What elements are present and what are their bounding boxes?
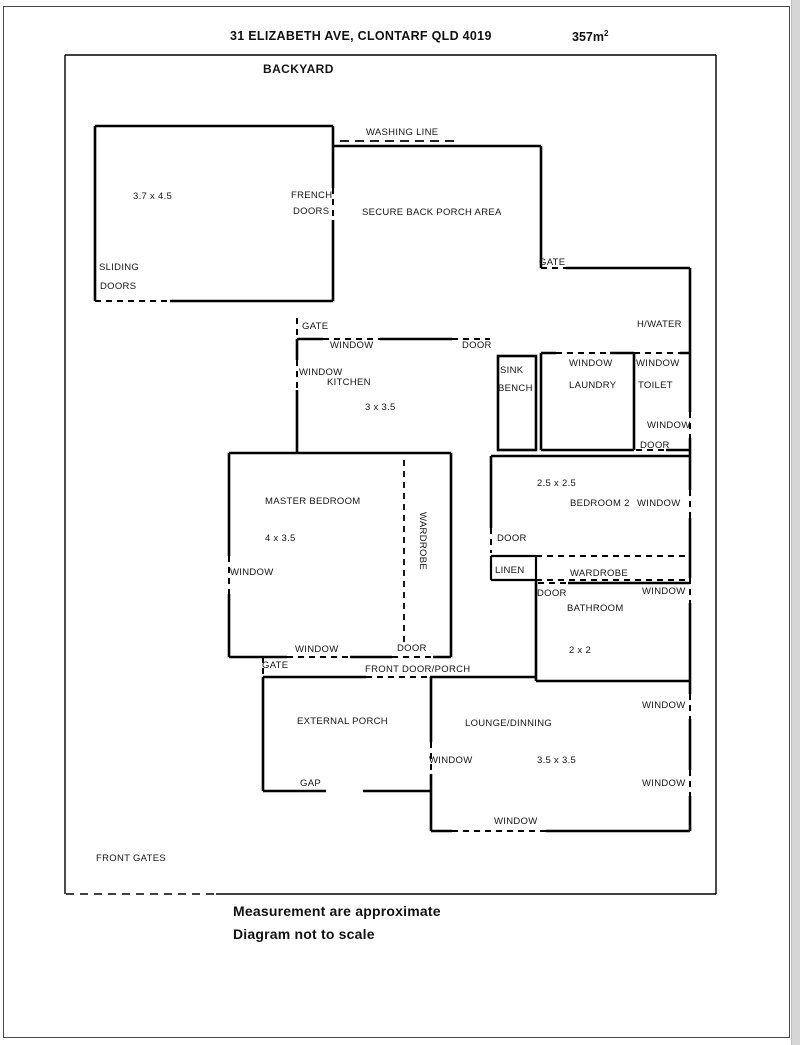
french-doors-label-line2: DOORS [293, 206, 330, 217]
secure-back-porch-label: SECURE BACK PORCH AREA [362, 207, 502, 218]
master-left-window-label: WINDOW [230, 567, 274, 578]
bedroom2-dimensions-label: 2.5 x 2.5 [537, 478, 577, 489]
kitchen-gate-label: GATE [302, 321, 329, 332]
toilet-label: TOILET [638, 380, 673, 391]
lounge-walls [429, 677, 690, 833]
sliding-doors-label-line1: SLIDING [99, 262, 140, 273]
master-bedroom-walls [227, 451, 453, 659]
external-porch-label: EXTERNAL PORCH [297, 716, 388, 727]
kitchen-left-window-label: WINDOW [299, 367, 343, 378]
kitchen-dimensions-label: 3 x 3.5 [365, 402, 396, 413]
bathroom-walls [534, 580, 690, 683]
front-door-porch-label: FRONT DOOR/PORCH [365, 664, 471, 675]
sink-label: SINK [500, 365, 524, 376]
master-wardrobe-label: WARDROBE [417, 512, 428, 570]
lounge-right-window-label-2: WINDOW [642, 778, 686, 789]
wardrobe-label: WARDROBE [570, 568, 628, 579]
kitchen-top-window-label: WINDOW [330, 340, 374, 351]
laundry-window-label: WINDOW [569, 358, 613, 369]
gap-label: GAP [300, 778, 321, 789]
lounge-label: LOUNGE/DINNING [465, 718, 553, 729]
back-gate-label: GATE [539, 257, 566, 268]
bathroom-window-label: WINDOW [642, 586, 686, 597]
scrollbar-track[interactable] [791, 0, 800, 1045]
master-dimensions-label: 4 x 3.5 [265, 533, 296, 544]
kitchen-walls [295, 318, 490, 453]
sink-bench-outline [496, 354, 538, 452]
linen-wardrobe-lines [489, 554, 688, 582]
bench-label: BENCH [498, 383, 533, 394]
lounge-bottom-window-label: WINDOW [494, 816, 538, 827]
washing-line-label: WASHING LINE [366, 127, 439, 138]
lounge-left-window-label: WINDOW [429, 755, 473, 766]
bedroom2-window-label: WINDOW [637, 498, 681, 509]
master-bedroom-label: MASTER BEDROOM [265, 496, 361, 507]
toilet-door-label: DOOR [640, 440, 670, 451]
front-gate-label: GATE [262, 660, 289, 671]
toilet-window-label: WINDOW [636, 358, 680, 369]
land-area: 357m2 [572, 29, 608, 44]
bedroom2-walls [489, 454, 690, 553]
sliding-doors-label-line2: DOORS [100, 281, 137, 292]
footer-note-line1: Measurement are approximate [233, 903, 441, 919]
hot-water-label: H/WATER [637, 319, 682, 330]
front-gates-label: FRONT GATES [96, 853, 166, 864]
land-area-superscript: 2 [603, 29, 609, 38]
shed-walls [93, 124, 335, 303]
lounge-dimensions-label: 3.5 x 3.5 [537, 755, 577, 766]
bedroom2-label: BEDROOM 2 [570, 498, 630, 509]
shed-dimensions-label: 3.7 x 4.5 [133, 191, 173, 202]
french-doors-label-line1: FRENCH [291, 190, 333, 201]
linen-label: LINEN [495, 565, 525, 576]
backyard-label: BACKYARD [263, 62, 334, 76]
land-area-value: 357m [572, 30, 604, 45]
page-title: 31 ELIZABETH AVE, CLONTARF QLD 4019 [230, 29, 492, 43]
bathroom-door-label: DOOR [537, 588, 567, 599]
laundry-toilet-walls [539, 351, 690, 452]
master-door-label: DOOR [397, 643, 427, 654]
kitchen-door-label: DOOR [462, 340, 492, 351]
bathroom-label: BATHROOM [567, 603, 624, 614]
front-entry-walls [261, 657, 536, 793]
master-bottom-window-label: WINDOW [295, 644, 339, 655]
back-porch-walls [333, 144, 690, 270]
lounge-right-window-label-1: WINDOW [642, 700, 686, 711]
laundry-label: LAUNDRY [569, 380, 617, 391]
bedroom2-door-label: DOOR [497, 533, 527, 544]
property-boundary-lines [64, 54, 717, 895]
kitchen-label: KITCHEN [327, 377, 371, 388]
bathroom-dimensions-label: 2 x 2 [569, 645, 592, 656]
footer-note-line2: Diagram not to scale [233, 926, 375, 942]
toilet-right-window-label: WINDOW [647, 420, 691, 431]
